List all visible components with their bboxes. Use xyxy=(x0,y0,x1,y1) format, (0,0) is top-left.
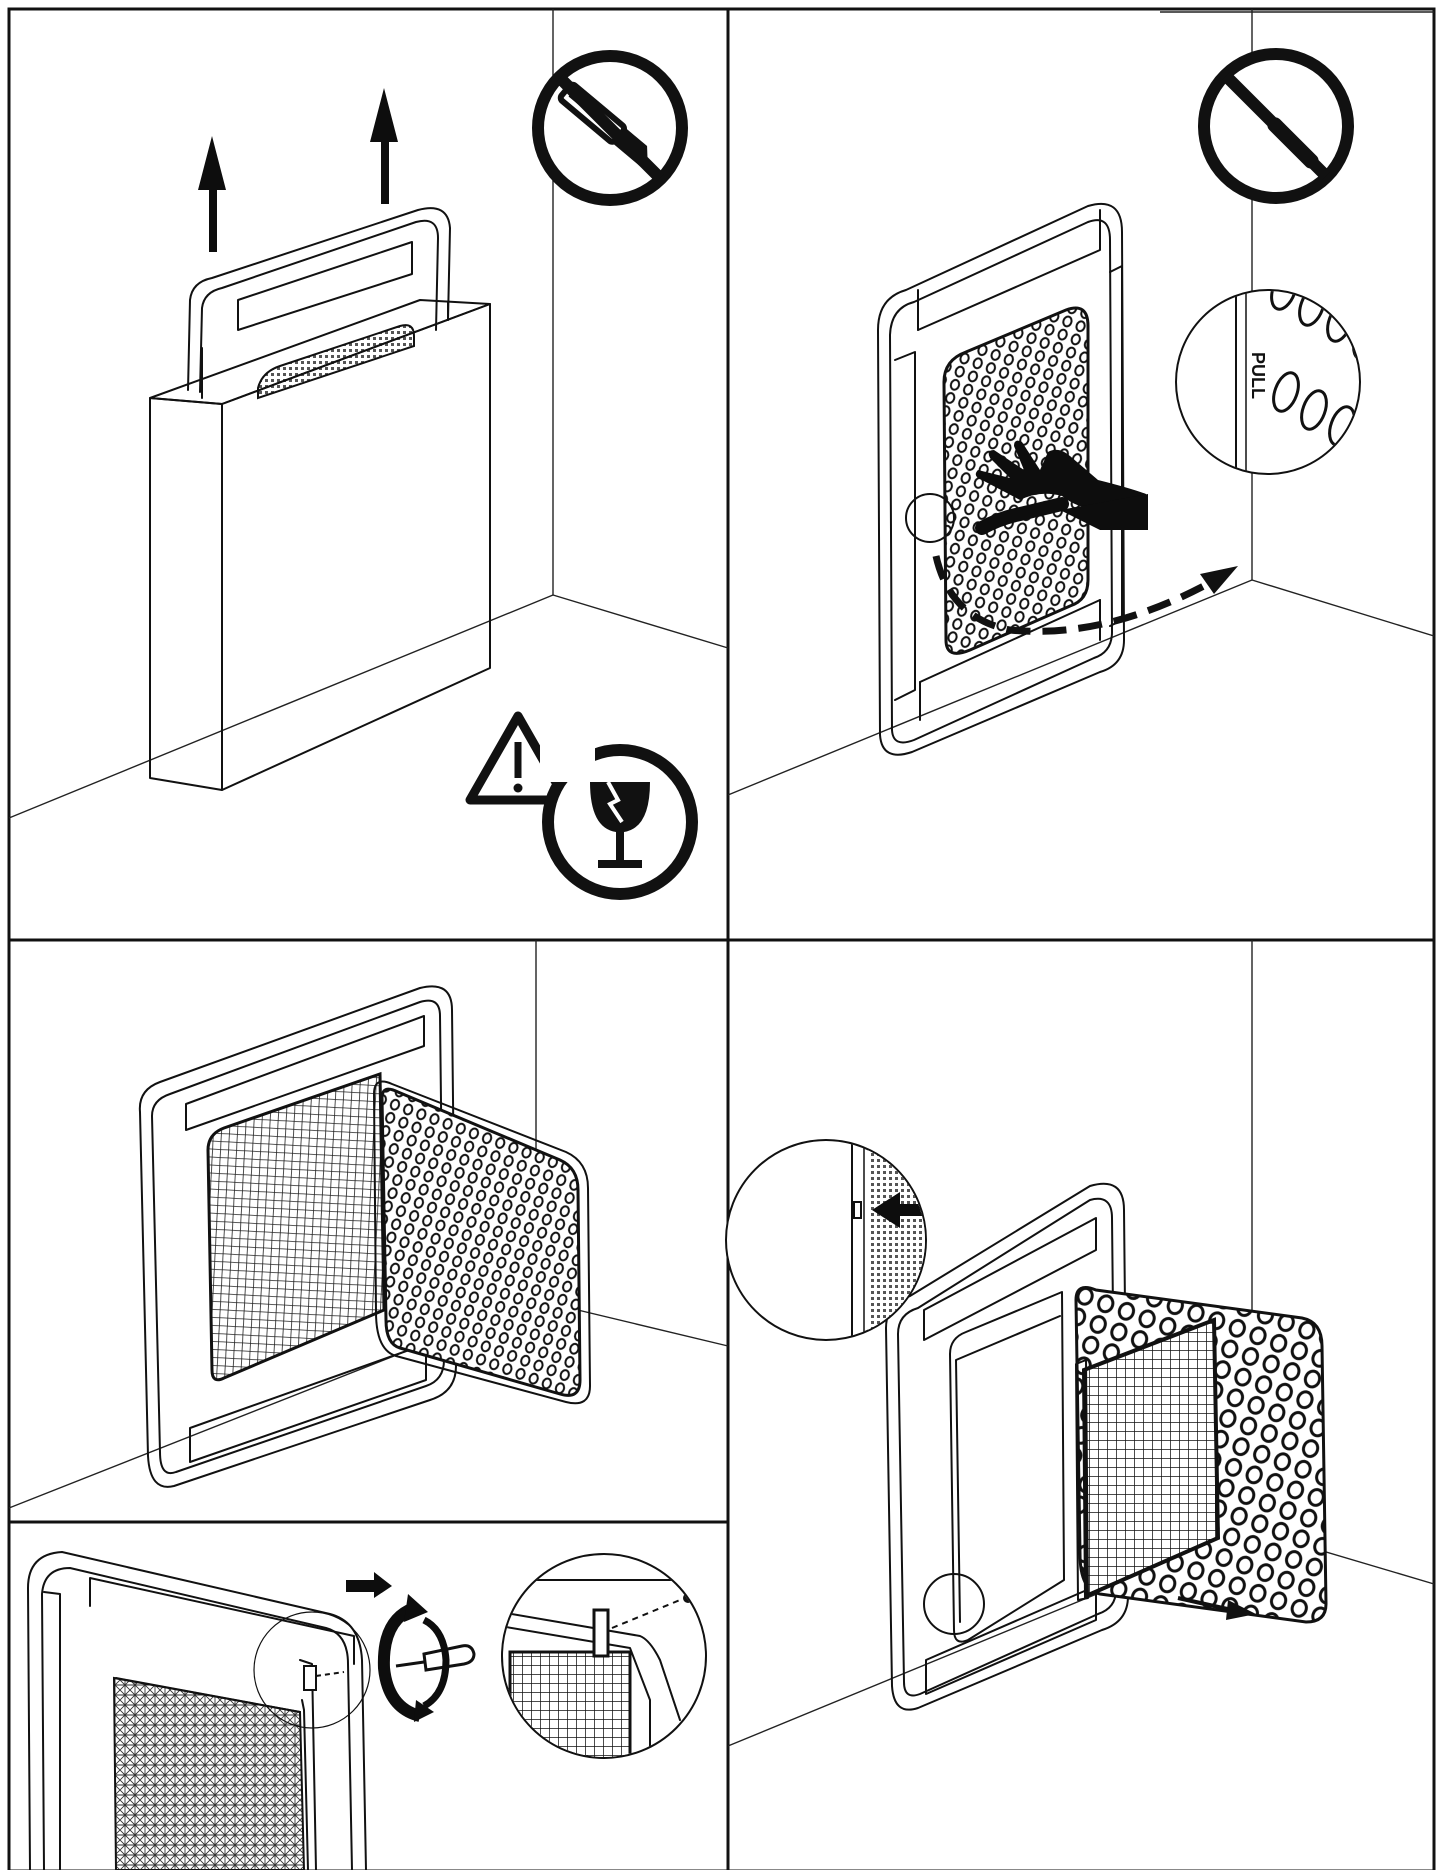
panel-screw-hinge xyxy=(28,1552,706,1870)
no-screwdriver-icon xyxy=(1204,54,1348,198)
grille-close-up xyxy=(28,1552,366,1870)
perforated-grille-panel xyxy=(374,1082,590,1404)
zoom-detail-latch: PULL xyxy=(1176,260,1385,480)
push-arrow xyxy=(346,1572,392,1598)
screwdriver-tool xyxy=(396,1646,474,1670)
panel-unpack xyxy=(9,9,728,894)
no-cutter-icon xyxy=(538,56,682,200)
latch-label: PULL xyxy=(1248,352,1268,399)
panel-remove-filter xyxy=(726,940,1434,1746)
panel-grille-opened xyxy=(9,940,728,1508)
zoom-detail-slide xyxy=(726,1116,948,1360)
fragile-glass-icon xyxy=(540,727,692,894)
zoom-detail-hinge xyxy=(500,1554,706,1762)
arrow-up-right-icon xyxy=(370,88,398,204)
panel-open-grille: PULL xyxy=(728,9,1434,795)
arrow-up-left-icon xyxy=(198,136,226,252)
